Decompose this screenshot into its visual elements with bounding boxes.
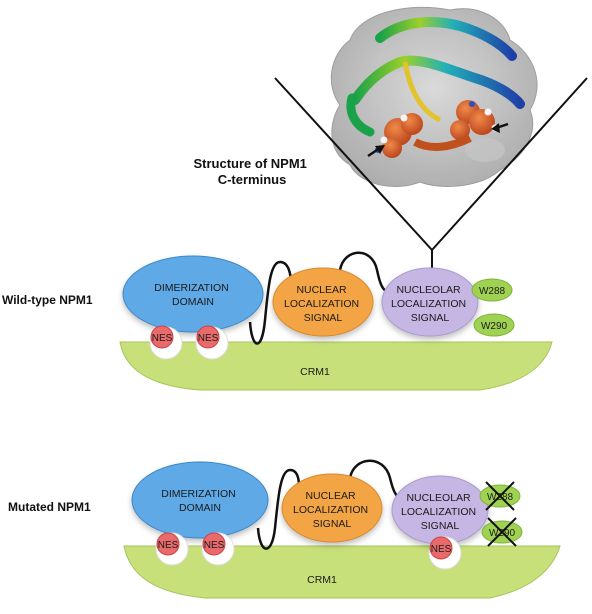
w288-label: W288: [479, 286, 506, 297]
nucleolar-localization-label: NUCLEOLAR LOCALIZATION SIGNAL: [391, 284, 469, 324]
mutated-panel: Mutated NPM1 CRM1 DIMERIZATION DOMAIN NU…: [8, 459, 561, 599]
w290-crossout: [487, 517, 517, 547]
helix-top: [375, 17, 517, 61]
nes-label: NES: [152, 333, 173, 344]
nes-label: NES: [158, 540, 179, 551]
w290-badge: [473, 313, 515, 337]
crm1-label: CRM1: [300, 366, 330, 378]
w288-badge: [471, 278, 513, 302]
nes-label: NES: [204, 540, 225, 551]
dimerization-domain: [131, 461, 269, 539]
linker-loop: [248, 260, 293, 345]
loop-yellow: [402, 61, 442, 123]
nucleolar-localization-signal: [381, 267, 479, 337]
wildtype-panel: Wild-type NPM1 CRM1 DIMERIZATION DOMAIN …: [2, 251, 553, 391]
nes-badge: [156, 532, 180, 556]
tryptophan-residues: [375, 100, 499, 158]
helix-left-green: [346, 93, 375, 137]
nuclear-localization-signal: [272, 267, 374, 337]
nes-label: NES: [431, 544, 452, 555]
helix-middle: [350, 55, 525, 109]
dimerization-label: DIMERIZATION DOMAIN: [161, 488, 238, 514]
nes-label: NES: [198, 333, 219, 344]
protein-structure-image: [330, 6, 538, 188]
crm1-label: CRM1: [307, 574, 337, 586]
nes-badge: [202, 532, 226, 556]
arrow-right-residue: [491, 122, 509, 133]
arrow-left-residue: [367, 145, 385, 158]
dimerization-domain: [122, 255, 264, 333]
nes-badge: [150, 325, 174, 349]
crm1-shape: [119, 341, 553, 391]
nes-badge: [429, 536, 453, 560]
mutated-label: Mutated NPM1: [8, 500, 91, 514]
nuclear-localization-label: NUCLEAR LOCALIZATION SIGNAL: [293, 490, 371, 530]
linker-loop: [338, 251, 391, 296]
structure-title: Structure of NPM1 C-terminus: [193, 156, 310, 187]
w290-label: W290: [481, 321, 508, 332]
nucleolar-localization-label: NUCLEOLAR LOCALIZATION SIGNAL: [401, 492, 479, 532]
crm1-shape: [123, 545, 561, 599]
wildtype-label: Wild-type NPM1: [2, 293, 93, 307]
w288-crossout: [485, 481, 515, 511]
nuclear-localization-label: NUCLEAR LOCALIZATION SIGNAL: [284, 284, 362, 324]
dimerization-label: DIMERIZATION DOMAIN: [154, 282, 231, 308]
nuclear-localization-signal: [281, 473, 383, 543]
nes-badge: [196, 325, 220, 349]
linker-loop: [256, 468, 301, 550]
